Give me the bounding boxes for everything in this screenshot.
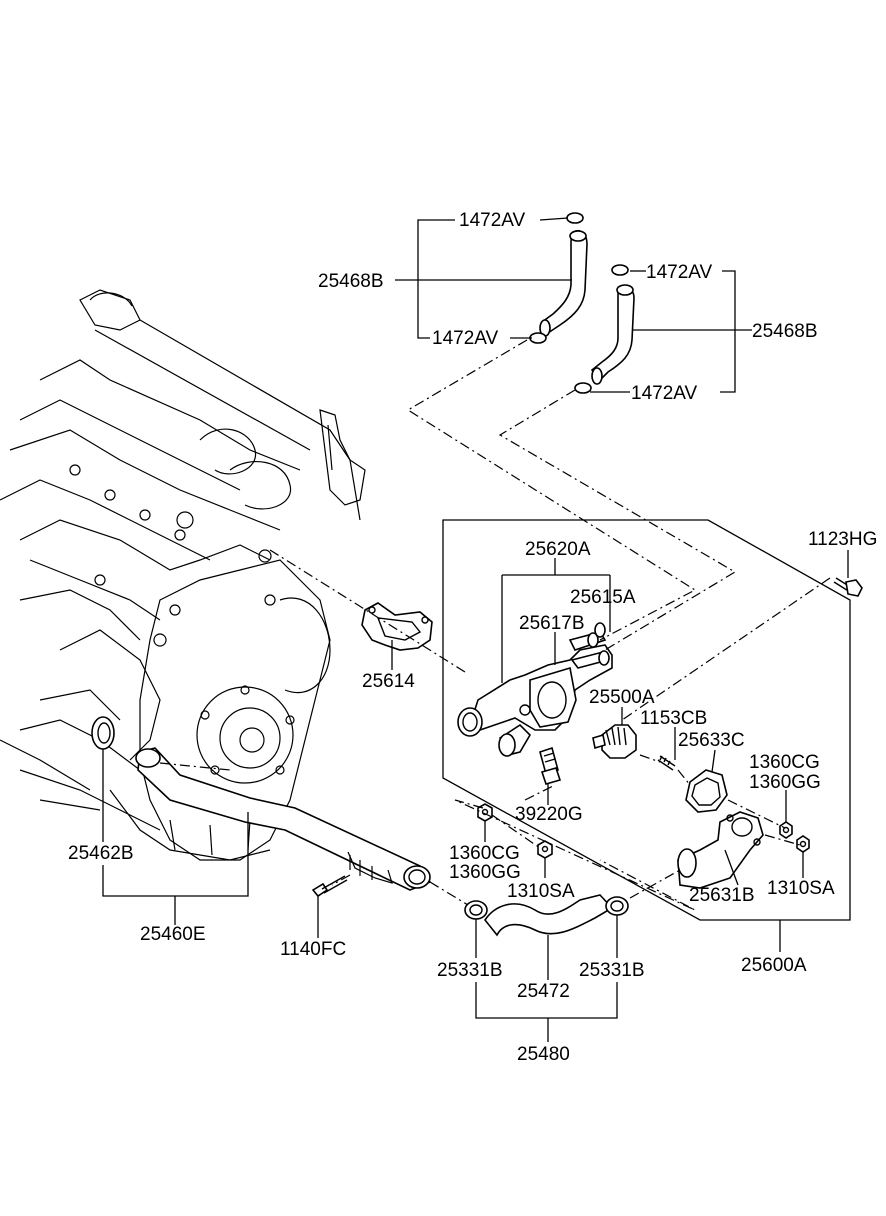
label-1472AV-bottom-right: 1472AV bbox=[631, 383, 698, 404]
water-pipe-25460E bbox=[135, 747, 432, 891]
stud-1153CB bbox=[657, 755, 676, 771]
thermostat-housing-25620A bbox=[457, 622, 613, 757]
clamp-25331B-right bbox=[605, 896, 629, 916]
bolt-1140FC bbox=[311, 875, 348, 898]
label-1360GG-left: 1360GG bbox=[449, 862, 521, 883]
nut-1310SA-right bbox=[796, 835, 810, 853]
nut-1360CG-left bbox=[477, 803, 493, 822]
label-1360GG-right: 1360GG bbox=[749, 772, 821, 793]
gasket-25633C bbox=[685, 769, 728, 813]
hose-25472 bbox=[484, 894, 614, 937]
label-25614: 25614 bbox=[362, 671, 415, 692]
nut-1360CG-right bbox=[779, 821, 793, 839]
label-1360CG-left: 1360CG bbox=[449, 843, 520, 864]
label-1310SA-left: 1310SA bbox=[507, 881, 575, 902]
label-25600A: 25600A bbox=[741, 955, 807, 976]
label-1360CG-right: 1360CG bbox=[749, 752, 820, 773]
label-1310SA-right: 1310SA bbox=[767, 878, 835, 899]
label-1472AV-top-right: 1472AV bbox=[646, 262, 713, 283]
label-25460E: 25460E bbox=[140, 924, 206, 945]
label-1140FC: 1140FC bbox=[280, 939, 347, 960]
seal-ring-25462B bbox=[91, 716, 115, 750]
label-25331B-right: 25331B bbox=[579, 960, 645, 981]
label-25472: 25472 bbox=[517, 981, 570, 1002]
label-25468B-right: 25468B bbox=[752, 321, 818, 342]
hose-25468B-left bbox=[529, 212, 588, 344]
label-39220G: 39220G bbox=[515, 804, 583, 825]
bolt-1123HG bbox=[833, 577, 863, 597]
water-outlet-25631B bbox=[677, 811, 764, 889]
label-25500A: 25500A bbox=[589, 687, 655, 708]
label-25615A: 25615A bbox=[570, 587, 636, 608]
label-25462B: 25462B bbox=[68, 843, 134, 864]
label-25468B-left: 25468B bbox=[318, 271, 384, 292]
label-1472AV-top-left: 1472AV bbox=[459, 210, 526, 231]
label-1153CB: 1153CB bbox=[640, 708, 708, 729]
gasket-25614 bbox=[361, 602, 433, 651]
nut-1310SA-left bbox=[537, 840, 553, 859]
hose-25468B-right bbox=[574, 264, 635, 394]
label-25331B-left: 25331B bbox=[437, 960, 503, 981]
thermostat-25500A bbox=[592, 724, 637, 759]
label-1472AV-bottom-left: 1472AV bbox=[432, 328, 499, 349]
clamp-25331B-left bbox=[464, 900, 488, 920]
label-25480: 25480 bbox=[517, 1044, 570, 1065]
temp-sensor-39220G bbox=[539, 746, 562, 785]
label-25617B: 25617B bbox=[519, 613, 585, 634]
label-25620A: 25620A bbox=[525, 539, 591, 560]
assembly-dash-lines bbox=[159, 339, 831, 911]
label-25631B: 25631B bbox=[689, 885, 755, 906]
leader-lines bbox=[102, 217, 851, 1042]
label-1123HG: 1123HG bbox=[808, 529, 878, 550]
label-25633C: 25633C bbox=[678, 730, 745, 751]
